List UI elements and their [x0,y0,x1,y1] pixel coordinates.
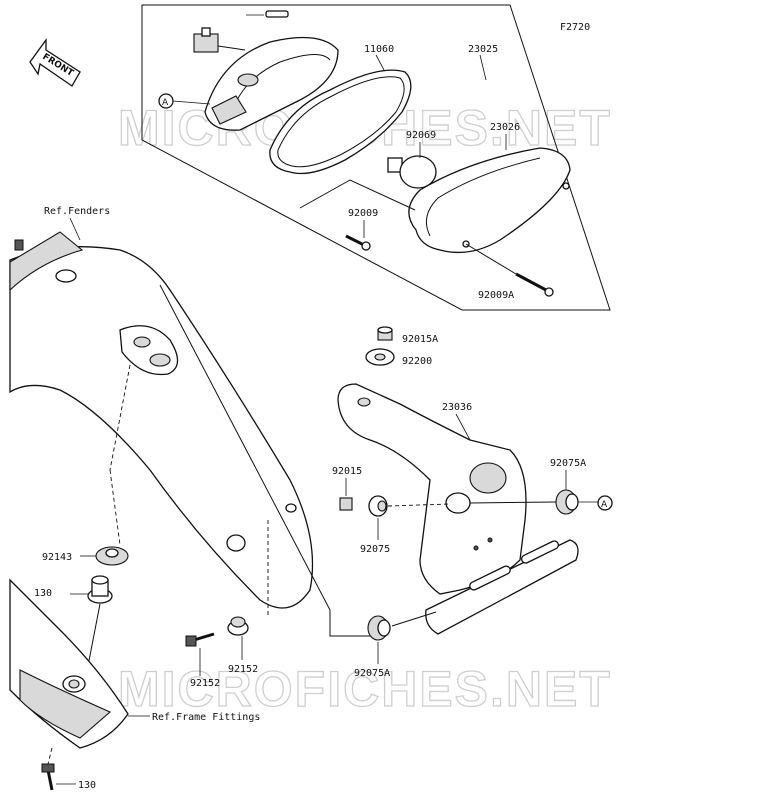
label-92075a-right: 92075A [550,458,586,469]
circle-ref-a-top: A [158,93,211,109]
label-23026: 23026 [490,122,520,133]
label-23036: 23036 [442,402,472,413]
label-92015a: 92015A [402,334,438,345]
part-92200-washer [365,348,395,366]
part-92015a-nut [377,326,393,341]
part-92075a-grommet-right [555,489,579,515]
part-92152-spacer [227,616,249,636]
part-92027-collar [368,495,388,517]
label-23025: 23025 [468,44,498,55]
label-92200: 92200 [402,356,432,367]
label-92069: 92069 [406,130,436,141]
part-23026-lens [408,147,571,254]
front-arrow-icon: FRONT [29,38,81,87]
label-92009a: 92009A [478,290,514,301]
label-130-bottom: 130 [78,780,96,791]
taillight-assembly-box [141,4,611,311]
part-23036-bracket [337,383,579,635]
label-92009: 92009 [348,208,378,219]
part-92009a-screw [465,243,554,297]
svg-text:A: A [601,500,608,510]
circle-ref-a-right: A [578,495,613,511]
part-92009-screw [345,234,371,251]
label-92152: 92152 [228,664,258,675]
rear-fender [9,231,314,615]
label-92027: 92075 [360,544,390,555]
fender-bolt-icon [14,239,24,251]
frame-fitting [9,578,129,749]
label-11060: 11060 [364,44,394,55]
svg-text:A: A [162,98,169,108]
label-130-middle: 92152 [190,678,220,689]
part-92015-nut [339,497,353,511]
part-130-bolt-bottom [41,763,55,791]
part-92160 [246,10,289,18]
part-92075-grommet [95,546,129,566]
ref-frame-fittings: Ref.Frame Fittings [152,712,260,723]
ref-fenders: Ref.Fenders [44,206,110,217]
label-92143: 130 [34,588,52,599]
label-92015: 92015 [332,466,362,477]
lamp-socket-housing [193,27,339,131]
figure-code: F2720 [560,22,590,33]
label-92075: 92143 [42,552,72,563]
part-92075a-grommet-bottom [367,615,391,641]
watermark-bottom: MICROFICHES.NET [118,661,612,717]
part-92143-collar [87,575,113,604]
part-130-bolt-middle [185,632,215,647]
part-11060-gasket [269,69,412,175]
label-92075a-bottom: 92075A [354,668,390,679]
part-92069-bulb [387,155,437,189]
